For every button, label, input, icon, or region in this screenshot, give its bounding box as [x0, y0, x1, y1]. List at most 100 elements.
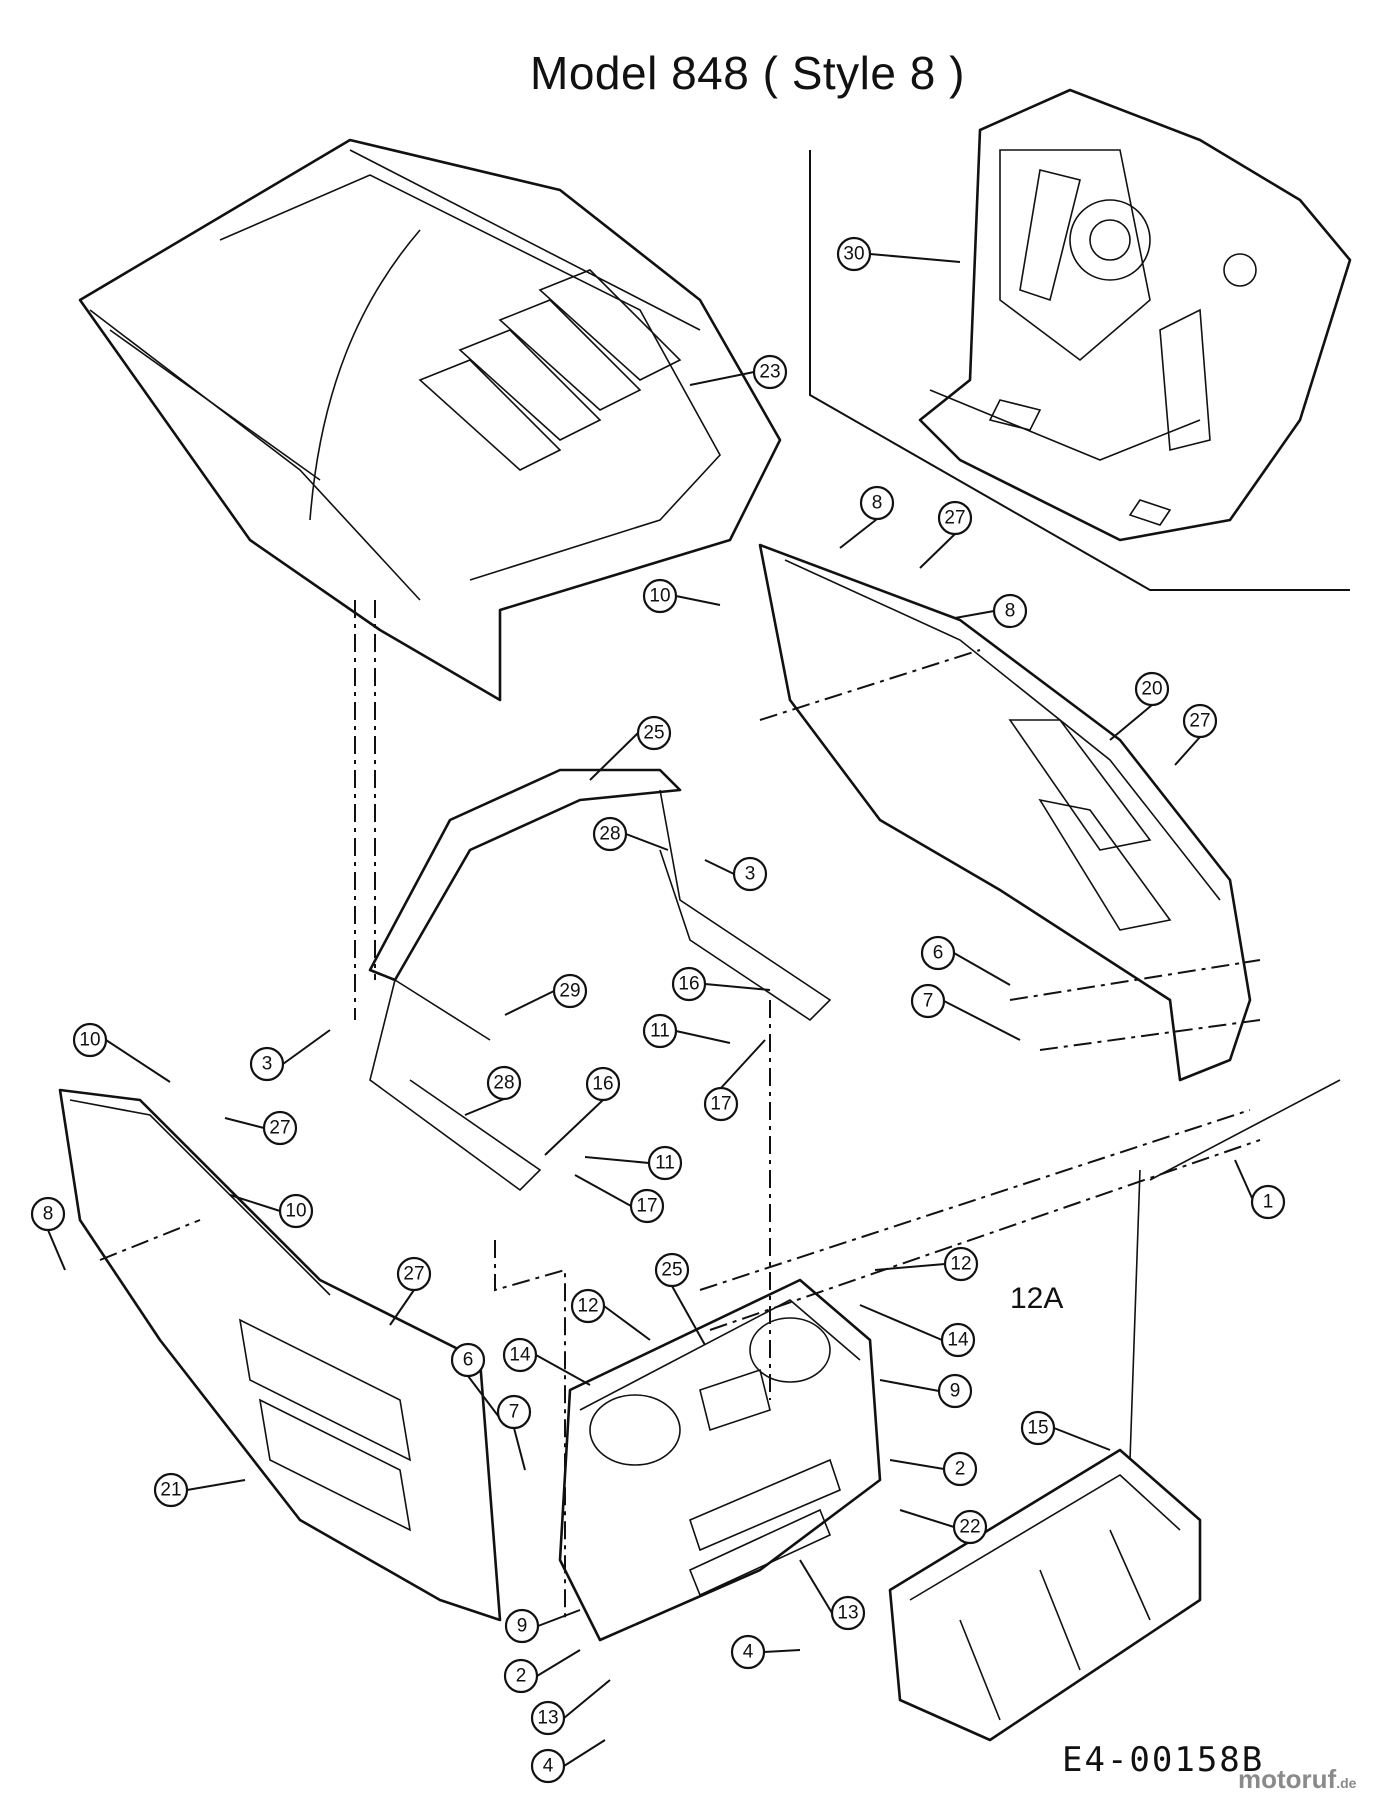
callout-16: 16 [671, 966, 771, 1002]
callout-8: 8 [839, 485, 895, 549]
svg-text:2: 2 [955, 1459, 966, 1480]
front-frame-part [368, 768, 832, 1192]
svg-text:29: 29 [559, 981, 580, 1002]
callout-10: 10 [642, 578, 721, 614]
callout-28: 28 [592, 816, 669, 852]
svg-text:16: 16 [678, 974, 699, 995]
callout-13: 13 [799, 1559, 866, 1631]
svg-text:17: 17 [710, 1094, 731, 1115]
callout-7-b: 7 [496, 1394, 532, 1471]
svg-text:21: 21 [160, 1480, 181, 1501]
callout-28-b: 28 [464, 1065, 522, 1116]
callout-12: 12 [874, 1246, 979, 1282]
callout-8-c: 8 [30, 1196, 66, 1271]
callout-7: 7 [910, 983, 1021, 1041]
callout-22: 22 [899, 1509, 988, 1545]
callout-21: 21 [153, 1472, 246, 1508]
svg-text:9: 9 [950, 1381, 961, 1402]
callout-9: 9 [879, 1373, 973, 1409]
callout-9-b: 9 [504, 1608, 581, 1644]
svg-text:12: 12 [950, 1254, 971, 1275]
svg-text:11: 11 [655, 1153, 675, 1174]
assembly-lines [99, 600, 1261, 1620]
watermark-main: motoruf [1238, 1764, 1337, 1794]
svg-text:17: 17 [636, 1196, 657, 1217]
svg-text:6: 6 [463, 1350, 474, 1371]
svg-text:9: 9 [517, 1616, 528, 1637]
drawing-code: E4-00158B [1062, 1740, 1265, 1780]
svg-text:27: 27 [403, 1264, 424, 1285]
callout-14-b: 14 [502, 1337, 591, 1386]
callout-17: 17 [703, 1039, 766, 1122]
callout-23: 23 [689, 354, 788, 390]
watermark: motoruf.de [1238, 1764, 1356, 1795]
callout-3: 3 [704, 856, 768, 892]
svg-text:4: 4 [543, 1756, 554, 1777]
callout-25: 25 [589, 715, 672, 781]
callout-1: 1 [1234, 1159, 1286, 1220]
callout-27: 27 [919, 500, 973, 569]
svg-text:28: 28 [493, 1073, 514, 1094]
callout-17-b: 17 [574, 1174, 665, 1224]
svg-text:4: 4 [743, 1642, 754, 1663]
callout-29: 29 [504, 973, 588, 1016]
callout-30: 30 [836, 236, 961, 272]
svg-text:27: 27 [269, 1118, 290, 1139]
svg-text:12: 12 [577, 1296, 598, 1317]
svg-text:25: 25 [661, 1260, 682, 1281]
svg-text:20: 20 [1141, 679, 1162, 700]
callout-2: 2 [889, 1451, 978, 1487]
callout-20: 20 [1109, 671, 1170, 741]
free-label-12A: 12A [1010, 1282, 1063, 1315]
callout-2-b: 2 [503, 1649, 581, 1694]
callout-12-b: 12 [570, 1288, 651, 1341]
callout-4-b: 4 [530, 1739, 606, 1784]
svg-text:27: 27 [1189, 711, 1210, 732]
svg-text:6: 6 [933, 943, 944, 964]
page-title: Model 848 ( Style 8 ) [530, 47, 965, 99]
callout-6: 6 [920, 935, 1011, 986]
left-side-panel-part [58, 1088, 502, 1622]
svg-text:28: 28 [599, 824, 620, 845]
callout-25-b: 25 [654, 1252, 706, 1346]
svg-text:8: 8 [872, 493, 883, 514]
watermark-suffix: .de [1336, 1775, 1357, 1791]
svg-text:25: 25 [643, 723, 664, 744]
svg-text:14: 14 [509, 1345, 531, 1366]
svg-text:10: 10 [79, 1030, 100, 1051]
callout-3-b: 3 [249, 1029, 331, 1082]
svg-text:3: 3 [745, 864, 756, 885]
callout-16-b: 16 [544, 1066, 621, 1156]
callout-27-b: 27 [1174, 703, 1218, 766]
callout-15: 15 [1020, 1410, 1111, 1451]
callouts: 1 2 2 3 3 4 4 6 6 7 7 8 8 8 9 9 10 10 10… [30, 236, 1286, 1784]
svg-text:7: 7 [923, 991, 934, 1012]
svg-text:10: 10 [649, 586, 670, 607]
callout-10-b: 10 [72, 1022, 171, 1083]
svg-text:16: 16 [592, 1074, 613, 1095]
callout-27-c: 27 [224, 1110, 298, 1146]
svg-text:15: 15 [1027, 1418, 1048, 1439]
svg-text:8: 8 [1005, 601, 1016, 622]
hood-part [78, 138, 782, 702]
svg-text:10: 10 [285, 1201, 306, 1222]
cable-part [1129, 1079, 1341, 1461]
dashboard-part [809, 88, 1352, 591]
svg-text:8: 8 [43, 1204, 54, 1225]
callout-8-b: 8 [954, 593, 1028, 629]
svg-text:22: 22 [959, 1517, 980, 1538]
svg-text:13: 13 [537, 1708, 558, 1729]
svg-text:23: 23 [759, 362, 780, 383]
svg-text:1: 1 [1263, 1192, 1274, 1213]
grille-insert-part [888, 1448, 1202, 1742]
callout-11-b: 11 [584, 1145, 683, 1181]
svg-text:2: 2 [516, 1666, 527, 1687]
callout-27-d: 27 [389, 1256, 432, 1326]
front-grille-housing-part [558, 1278, 882, 1642]
svg-text:30: 30 [843, 244, 864, 265]
callout-4: 4 [730, 1634, 801, 1670]
callout-14: 14 [859, 1304, 976, 1358]
svg-text:7: 7 [509, 1402, 520, 1423]
callout-13-b: 13 [530, 1679, 611, 1736]
